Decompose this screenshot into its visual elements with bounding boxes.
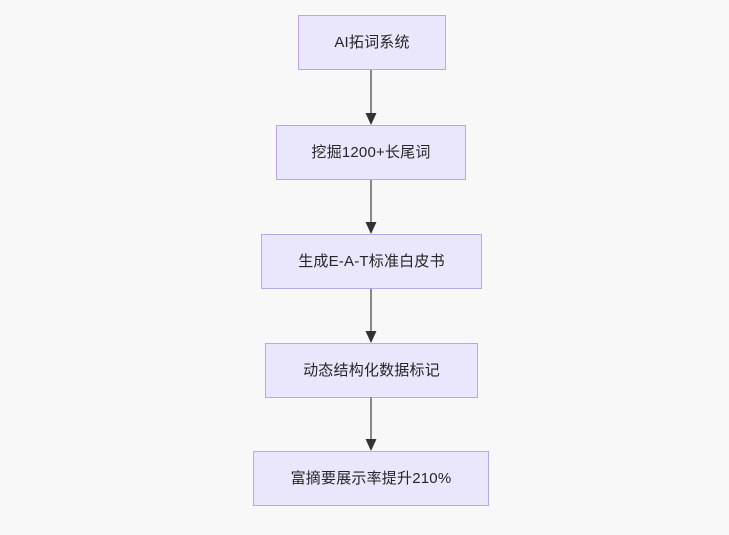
flow-connector-3 [362,289,380,343]
flow-node-label: 生成E-A-T标准白皮书 [298,253,445,270]
flow-connector-1 [362,70,380,125]
flow-node-label: 挖掘1200+长尾词 [311,144,431,161]
flow-node-dynamic-structured-data-markup[interactable]: 动态结构化数据标记 [265,343,478,398]
flow-node-generate-eat-whitepaper[interactable]: 生成E-A-T标准白皮书 [261,234,482,289]
flow-node-ai-keyword-system[interactable]: AI拓词系统 [298,15,446,70]
flow-node-label: AI拓词系统 [334,34,410,51]
flow-connector-2 [362,180,380,234]
flow-node-label: 富摘要展示率提升210% [290,470,452,487]
flow-connector-4 [362,397,380,451]
flow-node-mine-longtail-keywords[interactable]: 挖掘1200+长尾词 [276,125,466,180]
flow-node-label: 动态结构化数据标记 [303,362,440,379]
flow-node-rich-snippet-impression-lift[interactable]: 富摘要展示率提升210% [253,451,489,506]
